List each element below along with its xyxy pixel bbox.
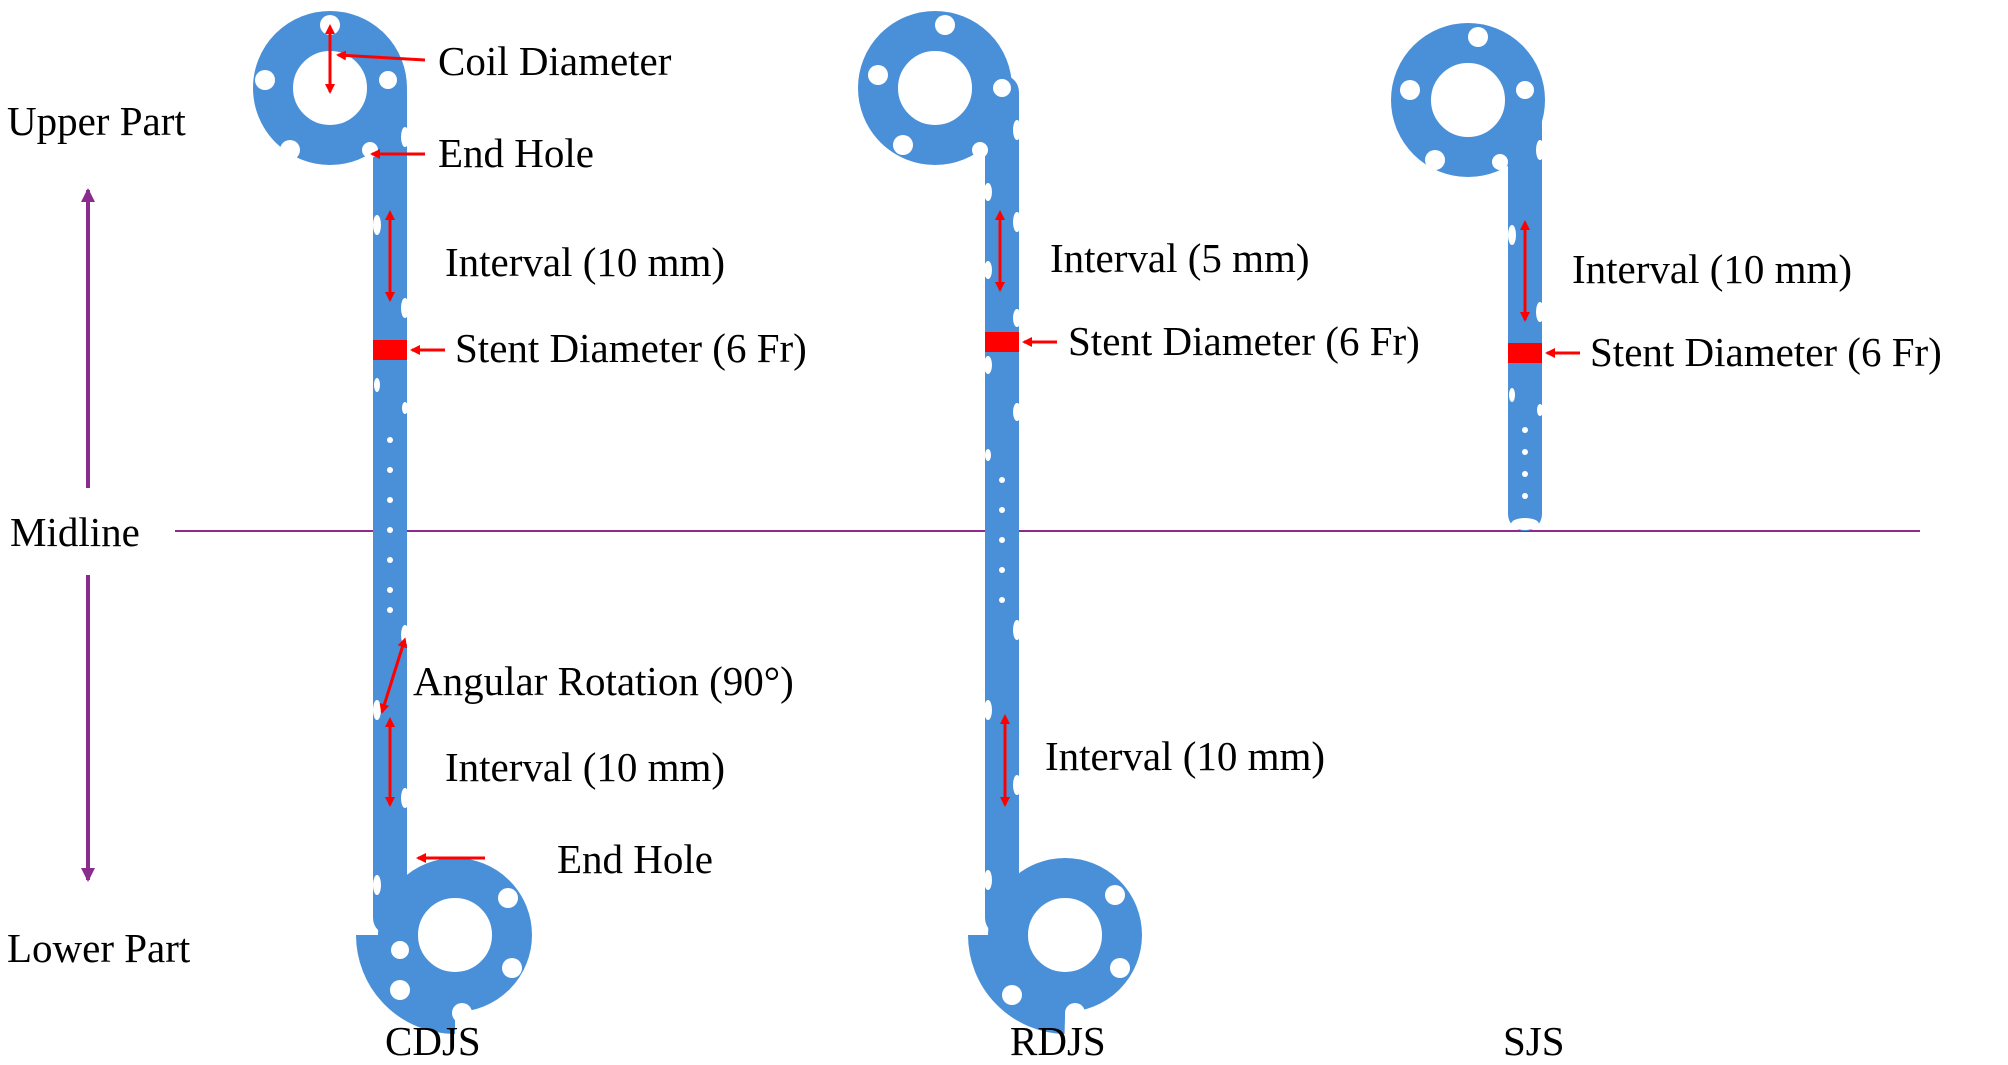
rdjs-stent [858,11,1142,1034]
rdjs-lower-coil [988,858,1142,1012]
sjs-stent-diameter-label: Stent Diameter (6 Fr) [1590,329,1942,375]
rdjs-upper-coil [858,11,1012,165]
cdjs-angular-rotation-label: Angular Rotation (90°) [413,658,794,704]
sjs-upper-coil [1391,23,1545,177]
cdjs-end-hole-lower-label: End Hole [557,836,713,882]
rdjs-interval-upper-label: Interval (5 mm) [1050,235,1310,281]
cdjs-stent-diameter-label: Stent Diameter (6 Fr) [455,325,807,371]
cdjs-stent [253,11,532,1034]
cdjs-interval-lower-label: Interval (10 mm) [445,744,725,790]
rdjs-shaft [985,75,1019,935]
cdjs-coil-diameter-label: Coil Diameter [438,38,672,84]
lower-part-label: Lower Part [7,925,191,971]
sjs-name-label: SJS [1503,1018,1565,1064]
midline-label: Midline [10,509,140,555]
sjs-interval-upper-label: Interval (10 mm) [1572,246,1852,292]
rdjs-interval-lower-label: Interval (10 mm) [1045,733,1325,779]
cdjs-interval-upper-label: Interval (10 mm) [445,239,725,285]
cdjs-name-label: CDJS [385,1018,481,1064]
cdjs-end-hole-upper-label: End Hole [438,130,594,176]
cdjs-shaft [373,75,407,935]
cdjs-lower-coil [378,858,532,1012]
sjs-stent [1391,23,1580,531]
upper-part-label: Upper Part [7,98,186,144]
rdjs-name-label: RDJS [1010,1018,1106,1064]
rdjs-stent-diameter-label: Stent Diameter (6 Fr) [1068,318,1420,364]
